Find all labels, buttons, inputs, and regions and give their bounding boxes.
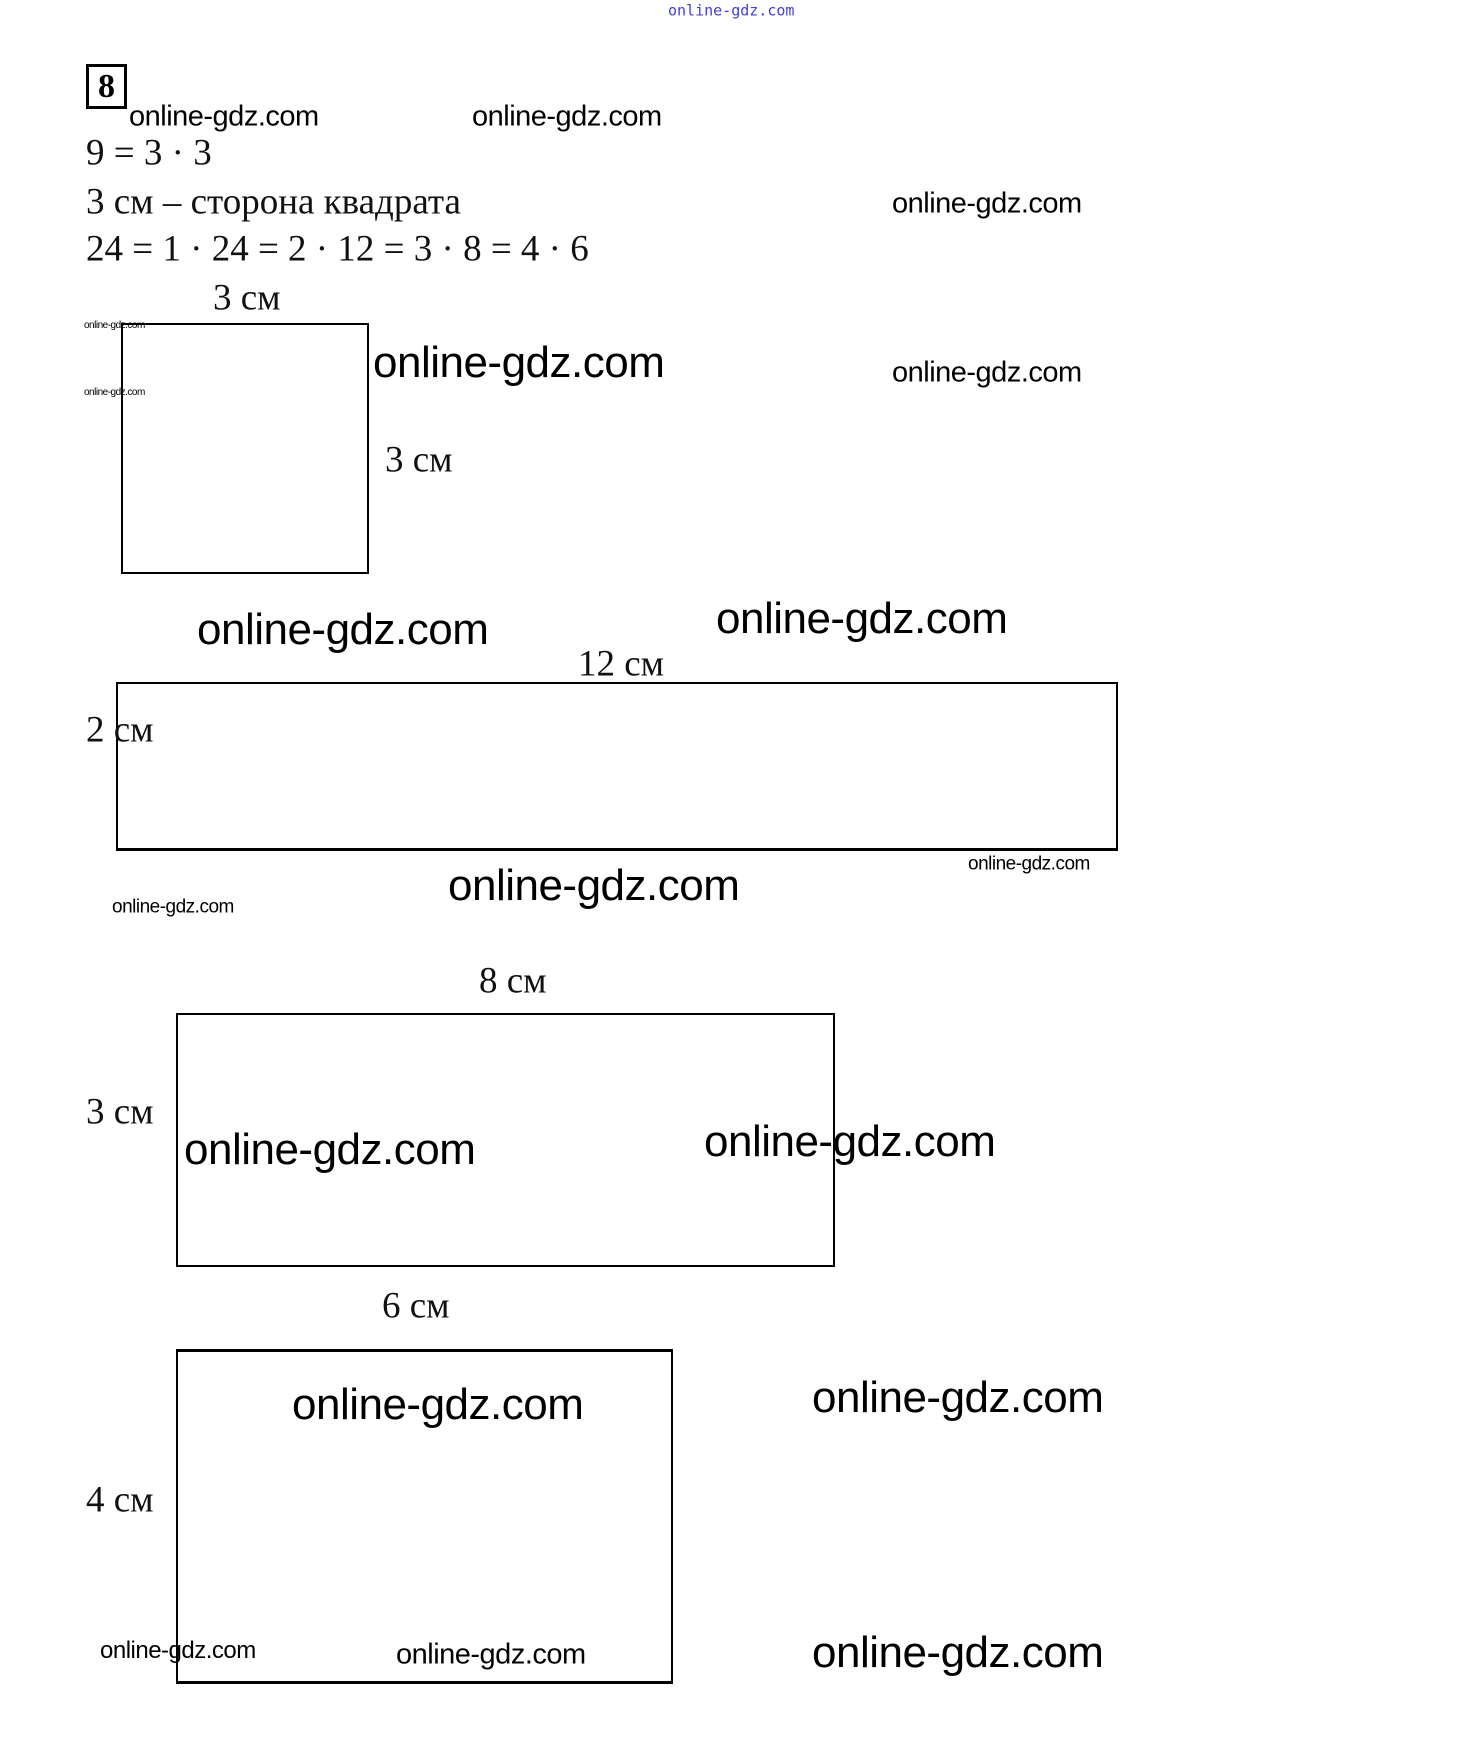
watermark: online-gdz.com	[472, 100, 662, 133]
equation-9: 9 = 3 · 3	[86, 132, 212, 174]
watermark: online-gdz.com	[892, 356, 1082, 389]
watermark: online-gdz.com	[184, 1125, 476, 1174]
rect-12x2-figure	[116, 682, 1118, 851]
rect-8x3-figure	[176, 1013, 835, 1267]
watermark: online-gdz.com	[84, 387, 145, 398]
watermark: online-gdz.com	[892, 187, 1082, 220]
rect-8x3-side-label: 3 см	[86, 1091, 154, 1133]
rect-8x3-top-label: 8 см	[479, 960, 547, 1002]
rect-12x2-side-label: 2 см	[86, 709, 154, 751]
watermark: online-gdz.com	[812, 1628, 1104, 1677]
watermark: online-gdz.com	[812, 1373, 1104, 1422]
watermark: online-gdz.com	[84, 320, 145, 331]
square-side-label: 3 см	[385, 439, 453, 481]
equation-24: 24 = 1 · 24 = 2 · 12 = 3 · 8 = 4 · 6	[86, 228, 589, 270]
rect-6x4-figure	[176, 1349, 673, 1684]
watermark: online-gdz.com	[716, 594, 1008, 643]
watermark: online-gdz.com	[704, 1117, 996, 1166]
watermark: online-gdz.com	[100, 1637, 256, 1664]
watermark: online-gdz.com	[112, 896, 234, 918]
header-watermark: online-gdz.com	[668, 1, 795, 20]
square-top-label: 3 см	[213, 277, 281, 319]
watermark: online-gdz.com	[197, 605, 489, 654]
square-figure	[121, 323, 369, 574]
watermark: online-gdz.com	[129, 100, 319, 133]
task-number: 8	[86, 64, 127, 109]
rect-6x4-top-label: 6 см	[382, 1285, 450, 1327]
watermark: online-gdz.com	[448, 861, 740, 910]
rect-6x4-side-label: 4 см	[86, 1479, 154, 1521]
watermark: online-gdz.com	[373, 338, 665, 387]
watermark: online-gdz.com	[968, 853, 1090, 875]
watermark: online-gdz.com	[292, 1380, 584, 1429]
square-side-statement: 3 см – сторона квадрата	[86, 181, 461, 223]
watermark: online-gdz.com	[396, 1638, 586, 1671]
rect-12x2-top-label: 12 см	[578, 643, 665, 685]
